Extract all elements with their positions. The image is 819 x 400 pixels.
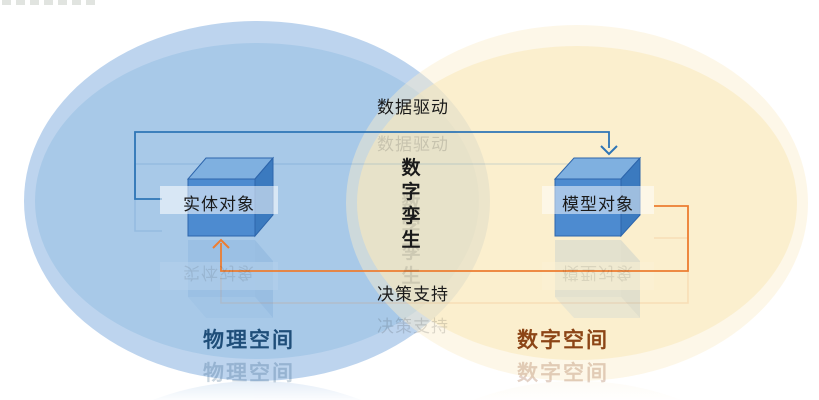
physical-space-title-reflection: 物理空间	[203, 362, 295, 385]
data-driven-arrow	[134, 131, 618, 200]
arrow-up-icon	[212, 238, 230, 249]
model-node-label: 模型对象	[562, 195, 634, 214]
center-title-reflection: 数字孪生	[401, 194, 421, 287]
digital-space-title: 数字空间	[517, 329, 609, 352]
model-node-label-reflection: 模型对象	[562, 263, 634, 282]
clipped-text-fragment	[2, 0, 98, 5]
entity-node-label: 实体对象	[183, 195, 255, 214]
entity-label-band	[160, 186, 278, 214]
decision-support-label: 决策支持	[377, 285, 449, 304]
data-driven-label: 数据驱动	[377, 98, 449, 117]
arrow-down-icon	[600, 145, 618, 156]
digital-space-title-reflection: 数字空间	[517, 362, 609, 385]
decision-support-label-reflection: 决策支持	[377, 317, 449, 336]
center-title: 数字孪生	[401, 158, 421, 251]
physical-space-title: 物理空间	[203, 329, 295, 352]
data-driven-label-reflection: 数据驱动	[377, 135, 449, 154]
decision-support-arrow	[212, 205, 689, 272]
model-label-band	[542, 186, 654, 214]
reflection-fade	[0, 381, 819, 400]
entity-node-label-reflection: 实体对象	[183, 263, 255, 282]
